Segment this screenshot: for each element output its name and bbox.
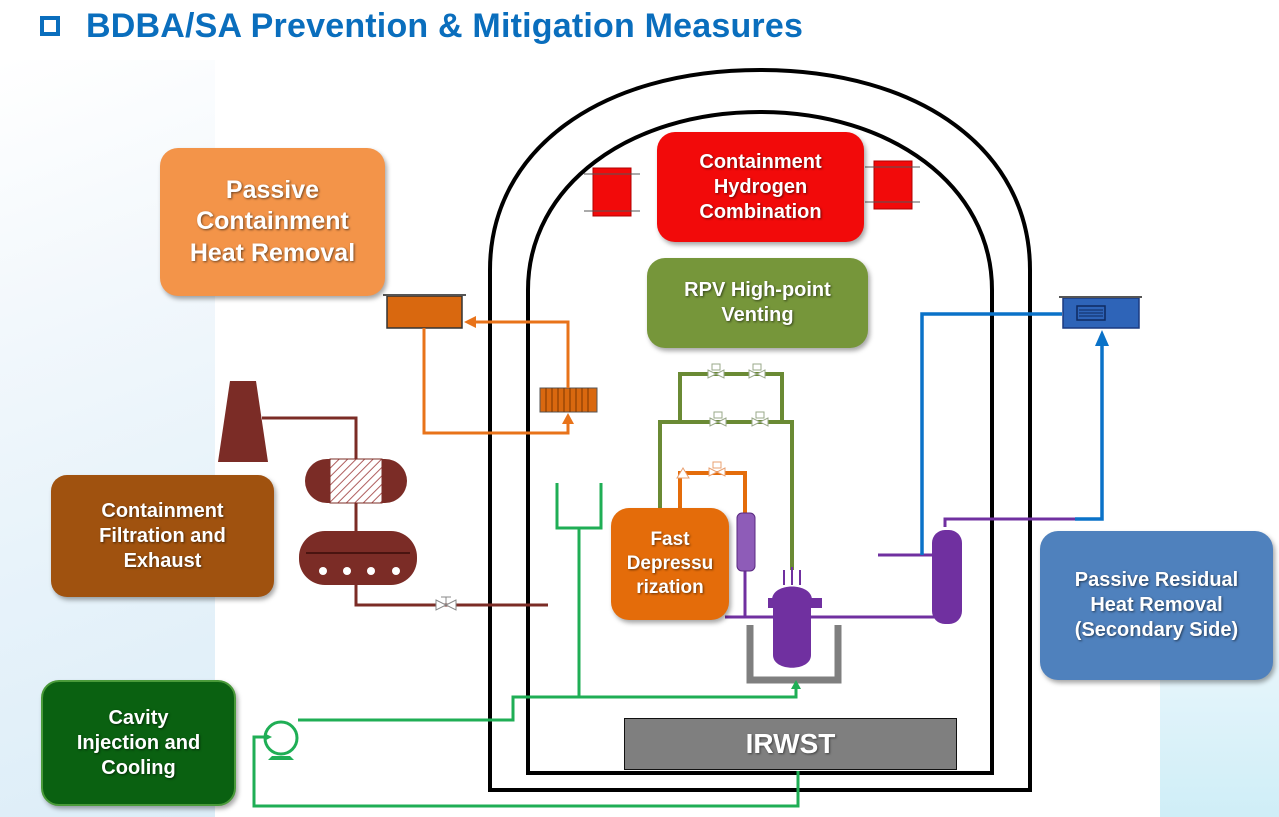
cavity-flow-arrow-icon (791, 680, 801, 689)
containment-outer-wall (488, 67, 1032, 792)
pressurizer (736, 512, 756, 572)
cfe-scrubber-vessel (299, 531, 417, 585)
reactor-pressure-vessel (768, 567, 822, 668)
fast-depressurization-label: Fast Depressu rization (611, 508, 729, 620)
prhr-flow-arrow-icon (1095, 330, 1109, 346)
pchr-heat-exchanger (539, 387, 598, 413)
rpv-high-point-venting-label: RPV High-point Venting (647, 258, 868, 348)
reactor-cavity (746, 625, 842, 684)
cavity-injection-piping (252, 483, 800, 808)
cavity-injection-pump-icon (263, 720, 299, 760)
prhr-piping (920, 312, 1104, 555)
depressurization-valve-icon (676, 461, 726, 479)
hollow-square-bullet-icon (40, 16, 60, 36)
containment-filtration-exhaust-label: Containment Filtration and Exhaust (51, 475, 274, 597)
vent-valve-icon (707, 363, 725, 379)
passive-residual-heat-removal-label: Passive Residual Heat Removal (Secondary… (1040, 531, 1273, 680)
hydrogen-recombiner-left (584, 167, 640, 217)
vent-valve-icon (709, 411, 727, 427)
irwst-tank: IRWST (624, 718, 957, 770)
steam-generator (932, 530, 962, 624)
passive-containment-heat-removal-label: Passive Containment Heat Removal (160, 148, 385, 296)
containment-inner-wall (526, 109, 994, 775)
vent-valve-icon (751, 411, 769, 427)
pchr-flow-arrow-up-icon (562, 413, 574, 424)
pchr-flow-arrow-icon (464, 316, 476, 328)
cfe-valve-icon (435, 596, 457, 611)
exhaust-stack-icon (218, 381, 268, 462)
cfe-piping (262, 416, 548, 607)
cavity-injection-cooling-label: Cavity Injection and Cooling (41, 680, 236, 806)
pchr-piping (422, 320, 570, 435)
hydrogen-recombiner-right (865, 160, 920, 210)
containment-hydrogen-combination-label: Containment Hydrogen Combination (657, 132, 864, 242)
pchr-water-tank (383, 294, 466, 329)
prhr-heat-exchanger-tank (1059, 296, 1142, 329)
page-title: BDBA/SA Prevention & Mitigation Measures (40, 4, 803, 48)
cfe-filter-vessel (305, 458, 407, 504)
page-title-text: BDBA/SA Prevention & Mitigation Measures (86, 6, 804, 45)
rpv-vent-valves (707, 363, 769, 427)
vent-valve-icon (748, 363, 766, 379)
